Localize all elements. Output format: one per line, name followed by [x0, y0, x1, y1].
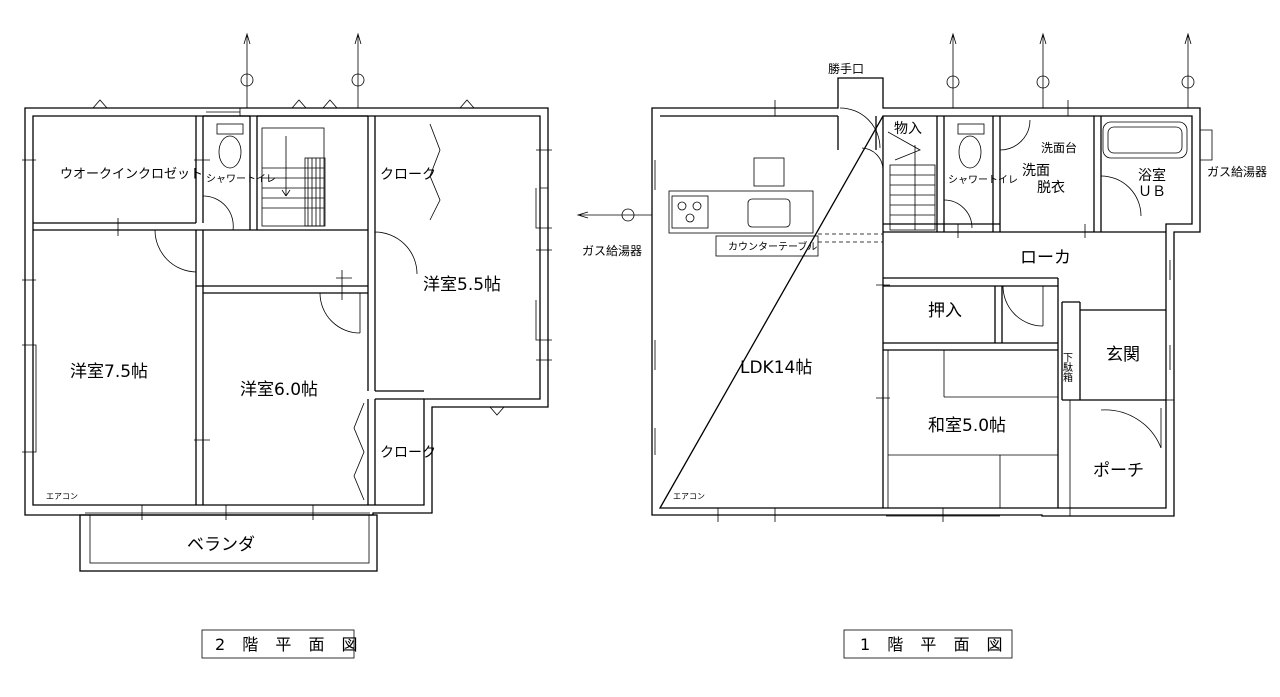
label-western-room-75: 洋室7.5帖	[70, 362, 148, 382]
label-shoe-box: 下駄箱	[1061, 352, 1073, 383]
label-counter-table: カウンターテーブル	[728, 240, 817, 253]
floor2-toilet	[216, 123, 244, 169]
floor2-door-swings	[154, 195, 418, 334]
label-back-door: 勝手口	[828, 61, 864, 76]
floor1-toilet	[957, 123, 985, 169]
floor2-veranda-inner	[89, 514, 370, 564]
floor2-plan	[22, 32, 552, 572]
floor1-vent-arrows	[576, 32, 1213, 222]
floor2-windows	[22, 107, 552, 514]
label-ldk: LDK14帖	[740, 358, 812, 378]
label-porch: ポーチ	[1093, 461, 1144, 481]
label-storage: 物入	[894, 121, 922, 137]
label-veranda: ベランダ	[187, 535, 255, 555]
floor2-grid-ticks	[22, 149, 552, 520]
label-genkan: 玄関	[1106, 345, 1140, 365]
label-2f-shower-toilet: シャワートイレ	[206, 174, 276, 185]
floor1-porch-outline	[1069, 399, 1175, 517]
label-bath-line1: 浴室	[1138, 167, 1166, 184]
label-1f-shower-toilet: シャワートイレ	[948, 175, 1018, 186]
label-bath-line2: ＵＢ	[1138, 184, 1166, 200]
counter-table-outline	[715, 235, 819, 257]
floor2-stairs	[261, 127, 326, 227]
floor2-vent-arrows	[92, 32, 505, 416]
label-washstand: 洗面台	[1041, 140, 1077, 155]
floor2-closet-folding-door-mid	[353, 402, 365, 501]
label-2f-aircon: エアコン	[46, 492, 78, 501]
floor1-tatami-lines	[887, 350, 1058, 508]
label-2f-closet-mid: クローク	[380, 445, 436, 461]
floor1-caption: 1 階 平 面 図	[860, 635, 1009, 654]
floor1-outer-wall	[651, 77, 1201, 517]
floor2-closet-folding-door	[429, 123, 441, 221]
label-washitsu: 和室5.0帖	[928, 416, 1006, 436]
floor1-inner-wall-line	[658, 115, 1193, 509]
floor1-kitchen	[668, 157, 883, 257]
label-gas-heater-right: ガス給湯器	[1207, 165, 1267, 179]
label-gas-heater-left: ガス給湯器	[582, 244, 642, 258]
label-western-room-55: 洋室5.5帖	[423, 275, 501, 295]
floor2-caption: 2 階 平 面 図	[215, 635, 364, 654]
label-washroom-line1: 洗面	[1022, 163, 1050, 179]
label-oshiire: 押入	[928, 301, 962, 321]
floor2-partitions	[33, 115, 424, 505]
label-washroom-line2: 脱衣	[1037, 180, 1065, 196]
floor2-caption-box	[201, 629, 355, 659]
label-2f-closet-top: クローク	[380, 167, 436, 183]
floor1-stairs	[887, 131, 936, 231]
floor1-plan	[576, 32, 1213, 522]
floor1-grid-ticks	[717, 100, 1086, 522]
floor1-bathtub	[1102, 121, 1188, 159]
label-1f-aircon: エアコン	[673, 492, 705, 501]
label-western-room-60: 洋室6.0帖	[240, 380, 318, 400]
floor1-door-swings	[839, 107, 1162, 449]
floor1-caption-box	[843, 629, 1013, 659]
label-walk-in-closet: ウオークインクロゼット	[60, 167, 203, 182]
label-hallway: ローカ	[1020, 248, 1071, 268]
